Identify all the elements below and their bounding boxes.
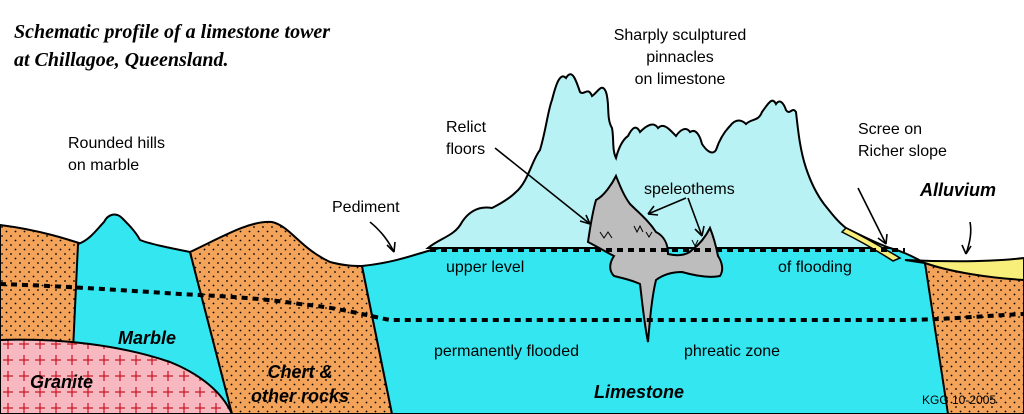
lower-water-table-line xyxy=(0,282,1024,322)
label-marble: Marble xyxy=(118,328,176,348)
label-rounded-2: on marble xyxy=(68,157,139,174)
label-permanently-flooded: permanently flooded xyxy=(434,343,579,360)
annotation-arrows xyxy=(369,147,972,255)
credit-text: KGG 10-2005 xyxy=(922,393,996,407)
label-of-flooding: of flooding xyxy=(778,259,852,276)
label-pinnacles-1: Sharply sculptured xyxy=(614,27,747,44)
label-limestone: Limestone xyxy=(594,382,684,402)
label-upper-level: upper level xyxy=(446,259,524,276)
title-line-1: Schematic profile of a limestone tower xyxy=(14,21,330,43)
cave-system xyxy=(586,173,724,343)
label-speleothems: speleothems xyxy=(644,181,735,198)
label-alluvium: Alluvium xyxy=(919,180,996,200)
limestone-tower xyxy=(425,73,891,249)
chert-unit xyxy=(188,220,394,414)
alluvium-unit xyxy=(904,256,1024,282)
label-phreatic-zone: phreatic zone xyxy=(684,343,780,360)
title-line-2: at Chillagoe, Queensland. xyxy=(14,49,228,71)
speleothem-marks xyxy=(599,224,699,248)
label-pinnacles-2: pinnacles xyxy=(646,49,714,66)
label-pediment: Pediment xyxy=(332,199,400,216)
label-scree-2: Richer slope xyxy=(858,143,947,160)
label-relict-1: Relict xyxy=(446,119,487,136)
scree-strip xyxy=(840,227,902,262)
label-chert-2: other rocks xyxy=(251,386,349,406)
granite-unit xyxy=(0,338,234,414)
label-scree-1: Scree on xyxy=(858,121,922,138)
label-granite: Granite xyxy=(30,372,93,392)
label-rounded-1: Rounded hills xyxy=(68,135,165,152)
label-relict-2: floors xyxy=(446,141,485,158)
label-pinnacles-3: on limestone xyxy=(635,71,726,88)
label-chert-1: Chert & xyxy=(267,362,332,382)
